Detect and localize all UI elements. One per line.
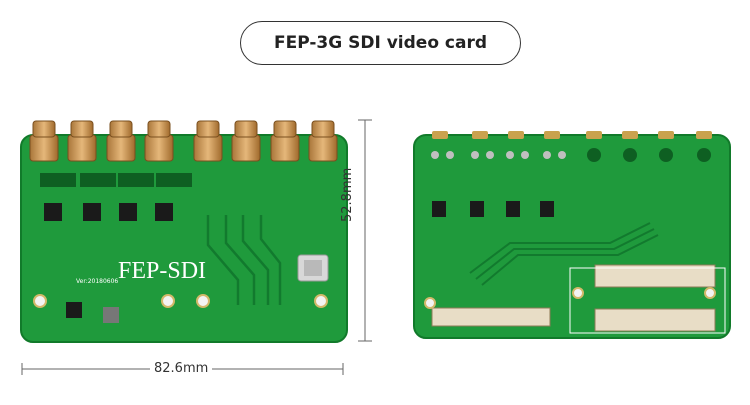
board-name-silkscreen: FEP-SDI	[118, 258, 206, 284]
height-dimension-label: 52.8mm	[340, 167, 355, 222]
board-version-silkscreen: Ver:20180606	[76, 278, 118, 285]
height-dimension-line	[358, 119, 372, 342]
width-dimension-label: 82.6mm	[150, 361, 213, 376]
product-title: FEP-3G SDI video card	[240, 21, 521, 65]
back-board-image	[413, 131, 731, 339]
front-board-image: FEP-SDI Ver:20180606	[20, 120, 348, 343]
